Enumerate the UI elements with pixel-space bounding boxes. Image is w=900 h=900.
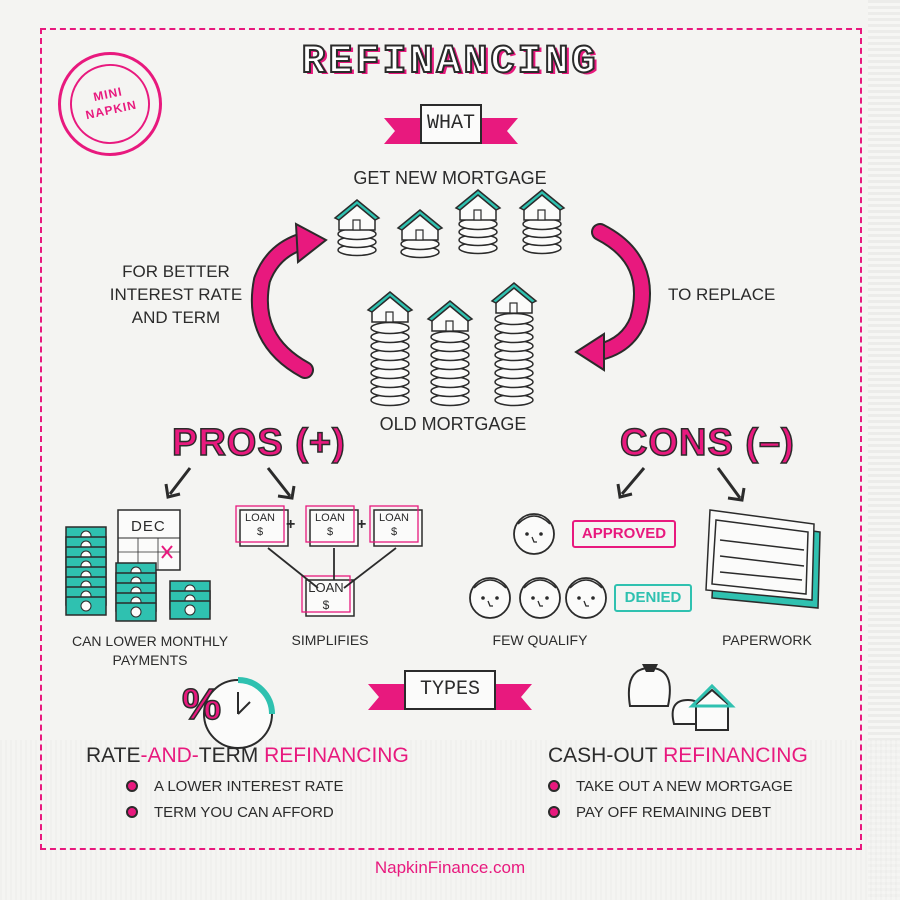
- co-part-2: REFINANCING: [663, 744, 808, 767]
- loan-doc-3-currency: $: [390, 526, 398, 538]
- approved-badge: APPROVED: [572, 520, 676, 548]
- percent-clock-icon: [203, 677, 275, 749]
- loan-doc-3-label: LOAN: [379, 512, 409, 524]
- what-ribbon: WHAT: [384, 104, 518, 148]
- calendar-month: DEC: [131, 518, 166, 535]
- loan-doc-merged-label: LOAN: [308, 580, 344, 595]
- rt-bullet-2-text: TERM YOU CAN AFFORD: [154, 804, 334, 821]
- loans-icon: [235, 505, 423, 617]
- denied-badge: DENIED: [614, 584, 692, 612]
- bullet-dot: [548, 780, 560, 792]
- rate-and-term-title: RATE-AND-TERM REFINANCING: [86, 744, 409, 768]
- old-mortgage-houses: [367, 282, 537, 407]
- page-title: REFINANCING: [300, 39, 599, 86]
- rt-part-3: TERM: [198, 744, 265, 767]
- simplifies-caption: SIMPLIFIES: [291, 632, 369, 648]
- pros-heading: PROS (+): [171, 421, 346, 465]
- plus-sign-2: +: [357, 516, 367, 533]
- rt-part-1: RATE: [86, 744, 141, 767]
- bullet-dot: [126, 780, 138, 792]
- plus-sign-1: +: [286, 516, 296, 533]
- better-rate-label: FOR BETTER INTEREST RATE AND TERM: [96, 260, 256, 329]
- footer-site: NapkinFinance.com: [374, 858, 526, 877]
- cash-out-title: CASH-OUT REFINANCING: [548, 744, 808, 768]
- rt-bullet-2: TERM YOU CAN AFFORD: [126, 804, 334, 821]
- loan-doc-2-label: LOAN: [315, 512, 345, 524]
- loan-doc-1-currency: $: [256, 526, 264, 538]
- money-bags-icon: [628, 664, 736, 731]
- co-bullet-2: PAY OFF REMAINING DEBT: [548, 804, 771, 821]
- pros-arrows: [164, 467, 746, 502]
- lower-payments-line-1: CAN LOWER MONTHLY: [71, 633, 229, 649]
- cons-heading: CONS (–): [619, 421, 795, 465]
- types-ribbon: TYPES: [368, 670, 532, 714]
- better-rate-line-3: AND TERM: [131, 308, 221, 327]
- new-mortgage-label: GET NEW MORTGAGE: [353, 168, 547, 188]
- money-stacks-icon: [65, 509, 211, 622]
- bullet-dot: [548, 806, 560, 818]
- lower-payments-line-2: PAYMENTS: [112, 652, 188, 668]
- paperwork-caption: PAPERWORK: [722, 632, 812, 648]
- few-qualify-caption: FEW QUALIFY: [492, 632, 588, 648]
- left-cycle-arrow: [250, 222, 328, 379]
- loan-doc-merged-currency: $: [322, 598, 330, 612]
- better-rate-line-2: INTEREST RATE: [109, 285, 243, 304]
- co-bullet-2-text: PAY OFF REMAINING DEBT: [576, 804, 772, 821]
- new-mortgage-houses: [334, 189, 565, 259]
- types-label: TYPES: [404, 670, 496, 710]
- loan-doc-1-label: LOAN: [245, 512, 275, 524]
- right-cycle-arrow: [574, 223, 651, 372]
- napkin-bottom-texture: [0, 740, 900, 900]
- better-rate-line-1: FOR BETTER: [122, 262, 230, 281]
- rt-bullet-1: A LOWER INTEREST RATE: [126, 778, 343, 795]
- rt-part-4: REFINANCING: [264, 744, 409, 767]
- percent-symbol: %: [181, 679, 222, 730]
- what-label: WHAT: [420, 104, 482, 144]
- dashed-border: [40, 28, 862, 850]
- to-replace-label: TO REPLACE: [668, 285, 776, 304]
- lower-payments-caption: CAN LOWER MONTHLY PAYMENTS: [64, 632, 236, 670]
- old-mortgage-label: OLD MORTGAGE: [379, 414, 527, 434]
- paperwork-icon: [705, 509, 821, 609]
- bullet-dot: [126, 806, 138, 818]
- loan-doc-2-currency: $: [326, 526, 334, 538]
- co-part-1: CASH-OUT: [548, 744, 664, 767]
- rt-bullet-1-text: A LOWER INTEREST RATE: [154, 778, 344, 795]
- co-bullet-1: TAKE OUT A NEW MORTGAGE: [548, 778, 793, 795]
- co-bullet-1-text: TAKE OUT A NEW MORTGAGE: [576, 778, 793, 795]
- rt-part-2: -AND-: [140, 744, 199, 767]
